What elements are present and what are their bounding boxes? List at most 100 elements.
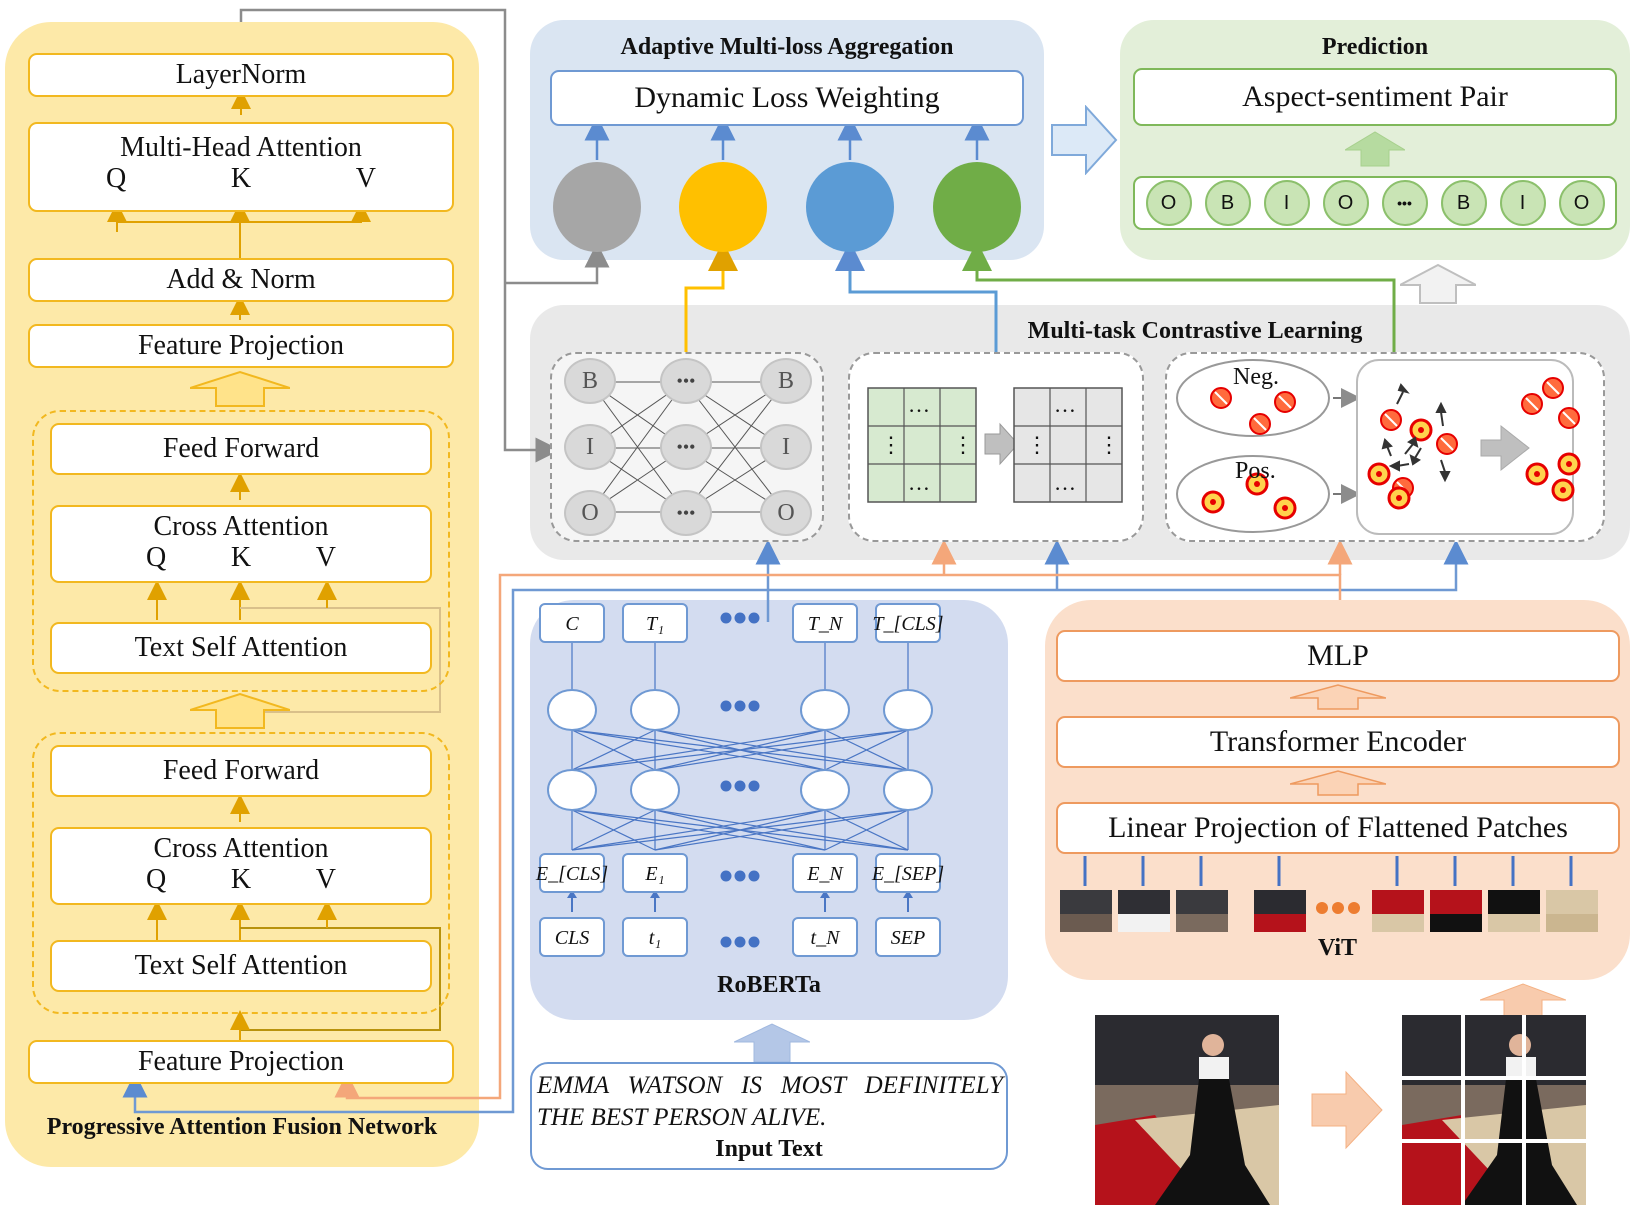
similarity-matrices: …… ⋮⋮ …… ⋮⋮ (867, 387, 1123, 503)
v-label: V (355, 163, 376, 194)
token-box (875, 853, 941, 893)
bio-node-mid-3: ••• (660, 490, 712, 536)
roberta-edge (824, 729, 909, 771)
roberta-edge (571, 729, 826, 771)
loss-circle-4 (933, 162, 1021, 252)
contrastive-to-prediction-arrow (1400, 263, 1476, 304)
contrastive-title: Multi-task Contrastive Learning (1027, 318, 1363, 344)
ellipsis-dot (1332, 902, 1344, 914)
token-label: C (565, 613, 579, 635)
vit-title: ViT (1317, 935, 1358, 961)
q-label: Q (146, 542, 167, 573)
fusion-block-2 (32, 732, 450, 1014)
loss-circle-2 (679, 162, 767, 252)
input-text-label: Input Text (715, 1136, 823, 1162)
ellipsis-dot (1316, 902, 1328, 914)
k-label: K (230, 864, 252, 895)
feed-forward-box-2: Feed Forward (50, 745, 432, 797)
svg-text:…: … (908, 470, 930, 495)
patched-image (1402, 1015, 1586, 1205)
q-label: Q (146, 864, 167, 895)
input-text-box (530, 1062, 1008, 1170)
text-self-attention-box-2: Text Self Attention (50, 940, 432, 992)
roberta-edge (571, 809, 826, 851)
roberta-node (800, 769, 850, 811)
bio-node-mid-2: ••• (660, 424, 712, 470)
svg-text:⋮: ⋮ (952, 432, 974, 457)
roberta-node (547, 689, 597, 731)
loss-circle-3 (806, 162, 894, 252)
k-label: K (230, 542, 252, 573)
ellipsis-dot (748, 780, 760, 792)
roberta-edge (824, 809, 909, 851)
image-patch (1488, 890, 1540, 932)
token-box (792, 917, 858, 957)
image-patch (1372, 890, 1424, 932)
roberta-arrowhead (903, 890, 913, 898)
fusion-block-1 (32, 410, 450, 692)
v-label: V (315, 542, 336, 573)
ellipsis-dot (720, 612, 732, 624)
token-box (792, 853, 858, 893)
fusion-up-arrow-2 (190, 692, 290, 729)
roberta-node (883, 689, 933, 731)
token-label: CLS (555, 927, 589, 949)
token-label: T_N (808, 613, 844, 635)
bio-node-right-b: B (760, 358, 812, 404)
image-patch (1254, 890, 1306, 932)
fusion-network-title: Progressive Attention Fusion Network (46, 1114, 438, 1140)
ellipsis-dot (720, 870, 732, 882)
bio-node-mid-1: ••• (660, 358, 712, 404)
ellipsis-dot (720, 936, 732, 948)
linear-projection-box: Linear Projection of Flattened Patches (1056, 802, 1620, 854)
svg-text:⋮: ⋮ (1026, 432, 1048, 457)
input-text-line-2: THE BEST PERSON ALIVE. (537, 1104, 827, 1131)
token-box (622, 853, 688, 893)
vit-up-arrow-2 (1290, 770, 1386, 796)
sequence-tag: B (1440, 180, 1487, 226)
token-box (539, 917, 605, 957)
transformer-encoder-box: Transformer Encoder (1056, 716, 1620, 768)
vit-up-arrow-1 (1290, 684, 1386, 710)
ellipsis-dot (734, 700, 746, 712)
roberta-node (800, 689, 850, 731)
roberta-edge (654, 809, 909, 851)
bio-node-left-b: B (564, 358, 616, 404)
ellipsis-dot (720, 700, 732, 712)
image-patch (1546, 890, 1598, 932)
multi-head-attention-box: Multi-Head Attention Q K V (28, 122, 454, 212)
image-patch (1176, 890, 1228, 932)
cross-attention-label-2: Cross Attention (153, 833, 329, 864)
feature-projection-bottom-box: Feature Projection (28, 1040, 454, 1084)
image-patches (1060, 856, 1598, 932)
roberta-node (630, 689, 680, 731)
ellipsis-dot (748, 870, 760, 882)
image-patch (1430, 890, 1482, 932)
token-box (875, 917, 941, 957)
loss-circle-1 (553, 162, 641, 252)
roberta-title: RoBERTa (717, 972, 821, 998)
ellipsis-dot (748, 612, 760, 624)
sequence-tag: O (1322, 180, 1369, 226)
cross-attention-box-1: Cross Attention Q K V (50, 505, 432, 583)
negative-samples-label: Neg. (1233, 364, 1279, 390)
roberta-edge (654, 729, 909, 771)
bio-node-right-i: I (760, 424, 812, 470)
feature-projection-top-box: Feature Projection (28, 324, 454, 368)
ellipsis-dot (1348, 902, 1360, 914)
token-label: t_N (811, 927, 842, 949)
bio-node-left-o: O (564, 490, 616, 536)
loss-to-prediction-arrow (1051, 105, 1118, 175)
fusion-up-arrow-1 (190, 370, 290, 407)
roberta-edge (571, 729, 656, 771)
add-norm-box: Add & Norm (28, 258, 454, 302)
ellipsis-dot (748, 936, 760, 948)
ellipsis-dot (734, 936, 746, 948)
contrastive-samples-graphic (1176, 359, 1581, 535)
roberta-arrowhead (820, 890, 830, 898)
roberta-edge (571, 809, 656, 851)
svg-text:⋮: ⋮ (880, 432, 902, 457)
image-patch (1060, 890, 1112, 932)
